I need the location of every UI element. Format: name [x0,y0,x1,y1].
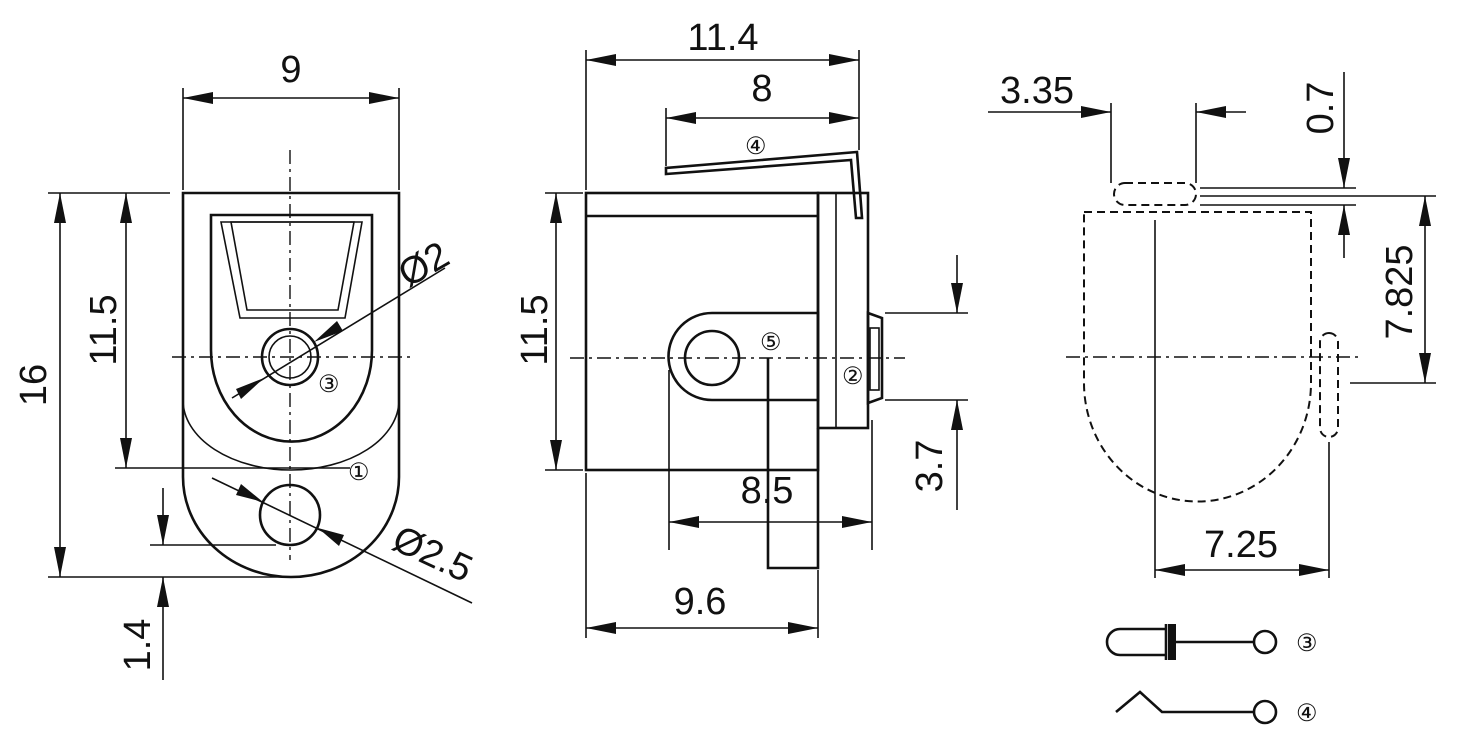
callout-4-side: ④ [745,132,767,160]
callout-1-front: ① [348,458,370,486]
side-spring-arrow-left [666,112,696,124]
front-trapezoid-recess [220,221,363,319]
front-trapezoid-inner [230,221,355,311]
side-lower-arrow-left [669,516,699,528]
side-view: 11.4 8 11.5 8.5 9.6 3.7 [514,17,968,638]
side-clip [866,311,884,405]
front-offset-label: 1.4 [117,619,159,672]
right-thick-arrow-top [1338,158,1350,188]
side-clip-inner [869,327,880,391]
side-height-arrow-bottom [550,440,562,470]
front-small-dia-arrow-b [314,321,343,342]
callout-3-front: ③ [318,370,340,398]
side-spring-arm [664,150,864,220]
right-side-slot [1319,332,1339,438]
legend-label-4: ④ [1296,699,1318,727]
front-width-label: 9 [280,49,301,91]
front-height-arrow-top [54,193,66,223]
front-offset-arrow-bottom [157,577,169,607]
side-body [584,191,820,472]
side-total-arrow-left [586,54,616,66]
right-offset-arrow-right [1196,106,1226,118]
front-lower-arc [182,399,400,471]
spring-terminal-icon [1115,690,1278,725]
right-offset-label: 3.35 [1000,70,1074,112]
side-clip-arrow-bottom [951,400,963,430]
side-height-label: 11.5 [514,294,556,365]
front-view: 9 16 11.5 Ø2 Ø2.5 1.4 ③ ① [13,49,479,680]
side-leg [766,358,820,570]
side-clip-arrow-top [951,283,963,313]
right-height-arrow-top [1419,196,1431,226]
side-clip-label: 3.7 [909,440,951,493]
front-large-dia-label: Ø2.5 [386,518,478,591]
right-height-arrow-bottom [1419,353,1431,383]
right-hidden-body [1083,211,1312,503]
right-thick-arrow-bottom [1338,205,1350,235]
right-thick-label: 0.7 [1300,82,1342,135]
front-width-arrow-left [183,92,213,104]
front-upper-arrow-top [120,193,132,223]
side-bottom-arrow-right [788,622,818,634]
right-view: 3.35 0.7 7.825 7.25 [988,70,1436,578]
front-width-arrow-right [369,92,399,104]
front-offset-arrow-top [157,515,169,545]
side-bottom-label: 9.6 [674,581,727,623]
front-height-arrow-bottom [54,547,66,577]
front-small-dia-label: Ø2 [392,234,457,296]
side-spring-arrow-right [829,112,859,124]
front-inner-cavity [209,213,374,443]
right-width-arrow-left [1155,564,1185,576]
legend: ③ ④ [1105,624,1318,727]
side-bottom-arrow-left [586,622,616,634]
right-height-label: 7.825 [1379,244,1421,339]
right-width-label: 7.25 [1204,524,1278,566]
side-tab [667,311,820,402]
side-lower-label: 8.5 [741,470,794,512]
callout-5-side: ⑤ [760,328,782,356]
front-small-dia-arrow-a [236,378,264,399]
front-outline [181,191,401,579]
right-top-slot [1113,182,1197,206]
side-height-arrow-top [550,193,562,223]
front-upper-label: 11.5 [83,294,125,365]
right-offset-arrow-left [1081,106,1111,118]
front-height-label: 16 [13,364,55,406]
callout-2-side: ② [842,362,864,390]
front-small-dia-leader [231,267,446,399]
front-upper-arrow-bottom [120,438,132,468]
front-large-dia-arrow-a [236,484,263,502]
legend-label-3: ③ [1296,629,1318,657]
side-lower-arrow-right [842,516,872,528]
side-spring-label: 8 [751,68,772,110]
side-total-label: 11.4 [687,17,758,59]
right-width-arrow-right [1299,564,1329,576]
pin-terminal-icon [1105,624,1278,660]
front-large-dia-arrow-b [318,528,344,546]
side-right-plate [816,191,870,430]
side-total-arrow-right [829,54,859,66]
